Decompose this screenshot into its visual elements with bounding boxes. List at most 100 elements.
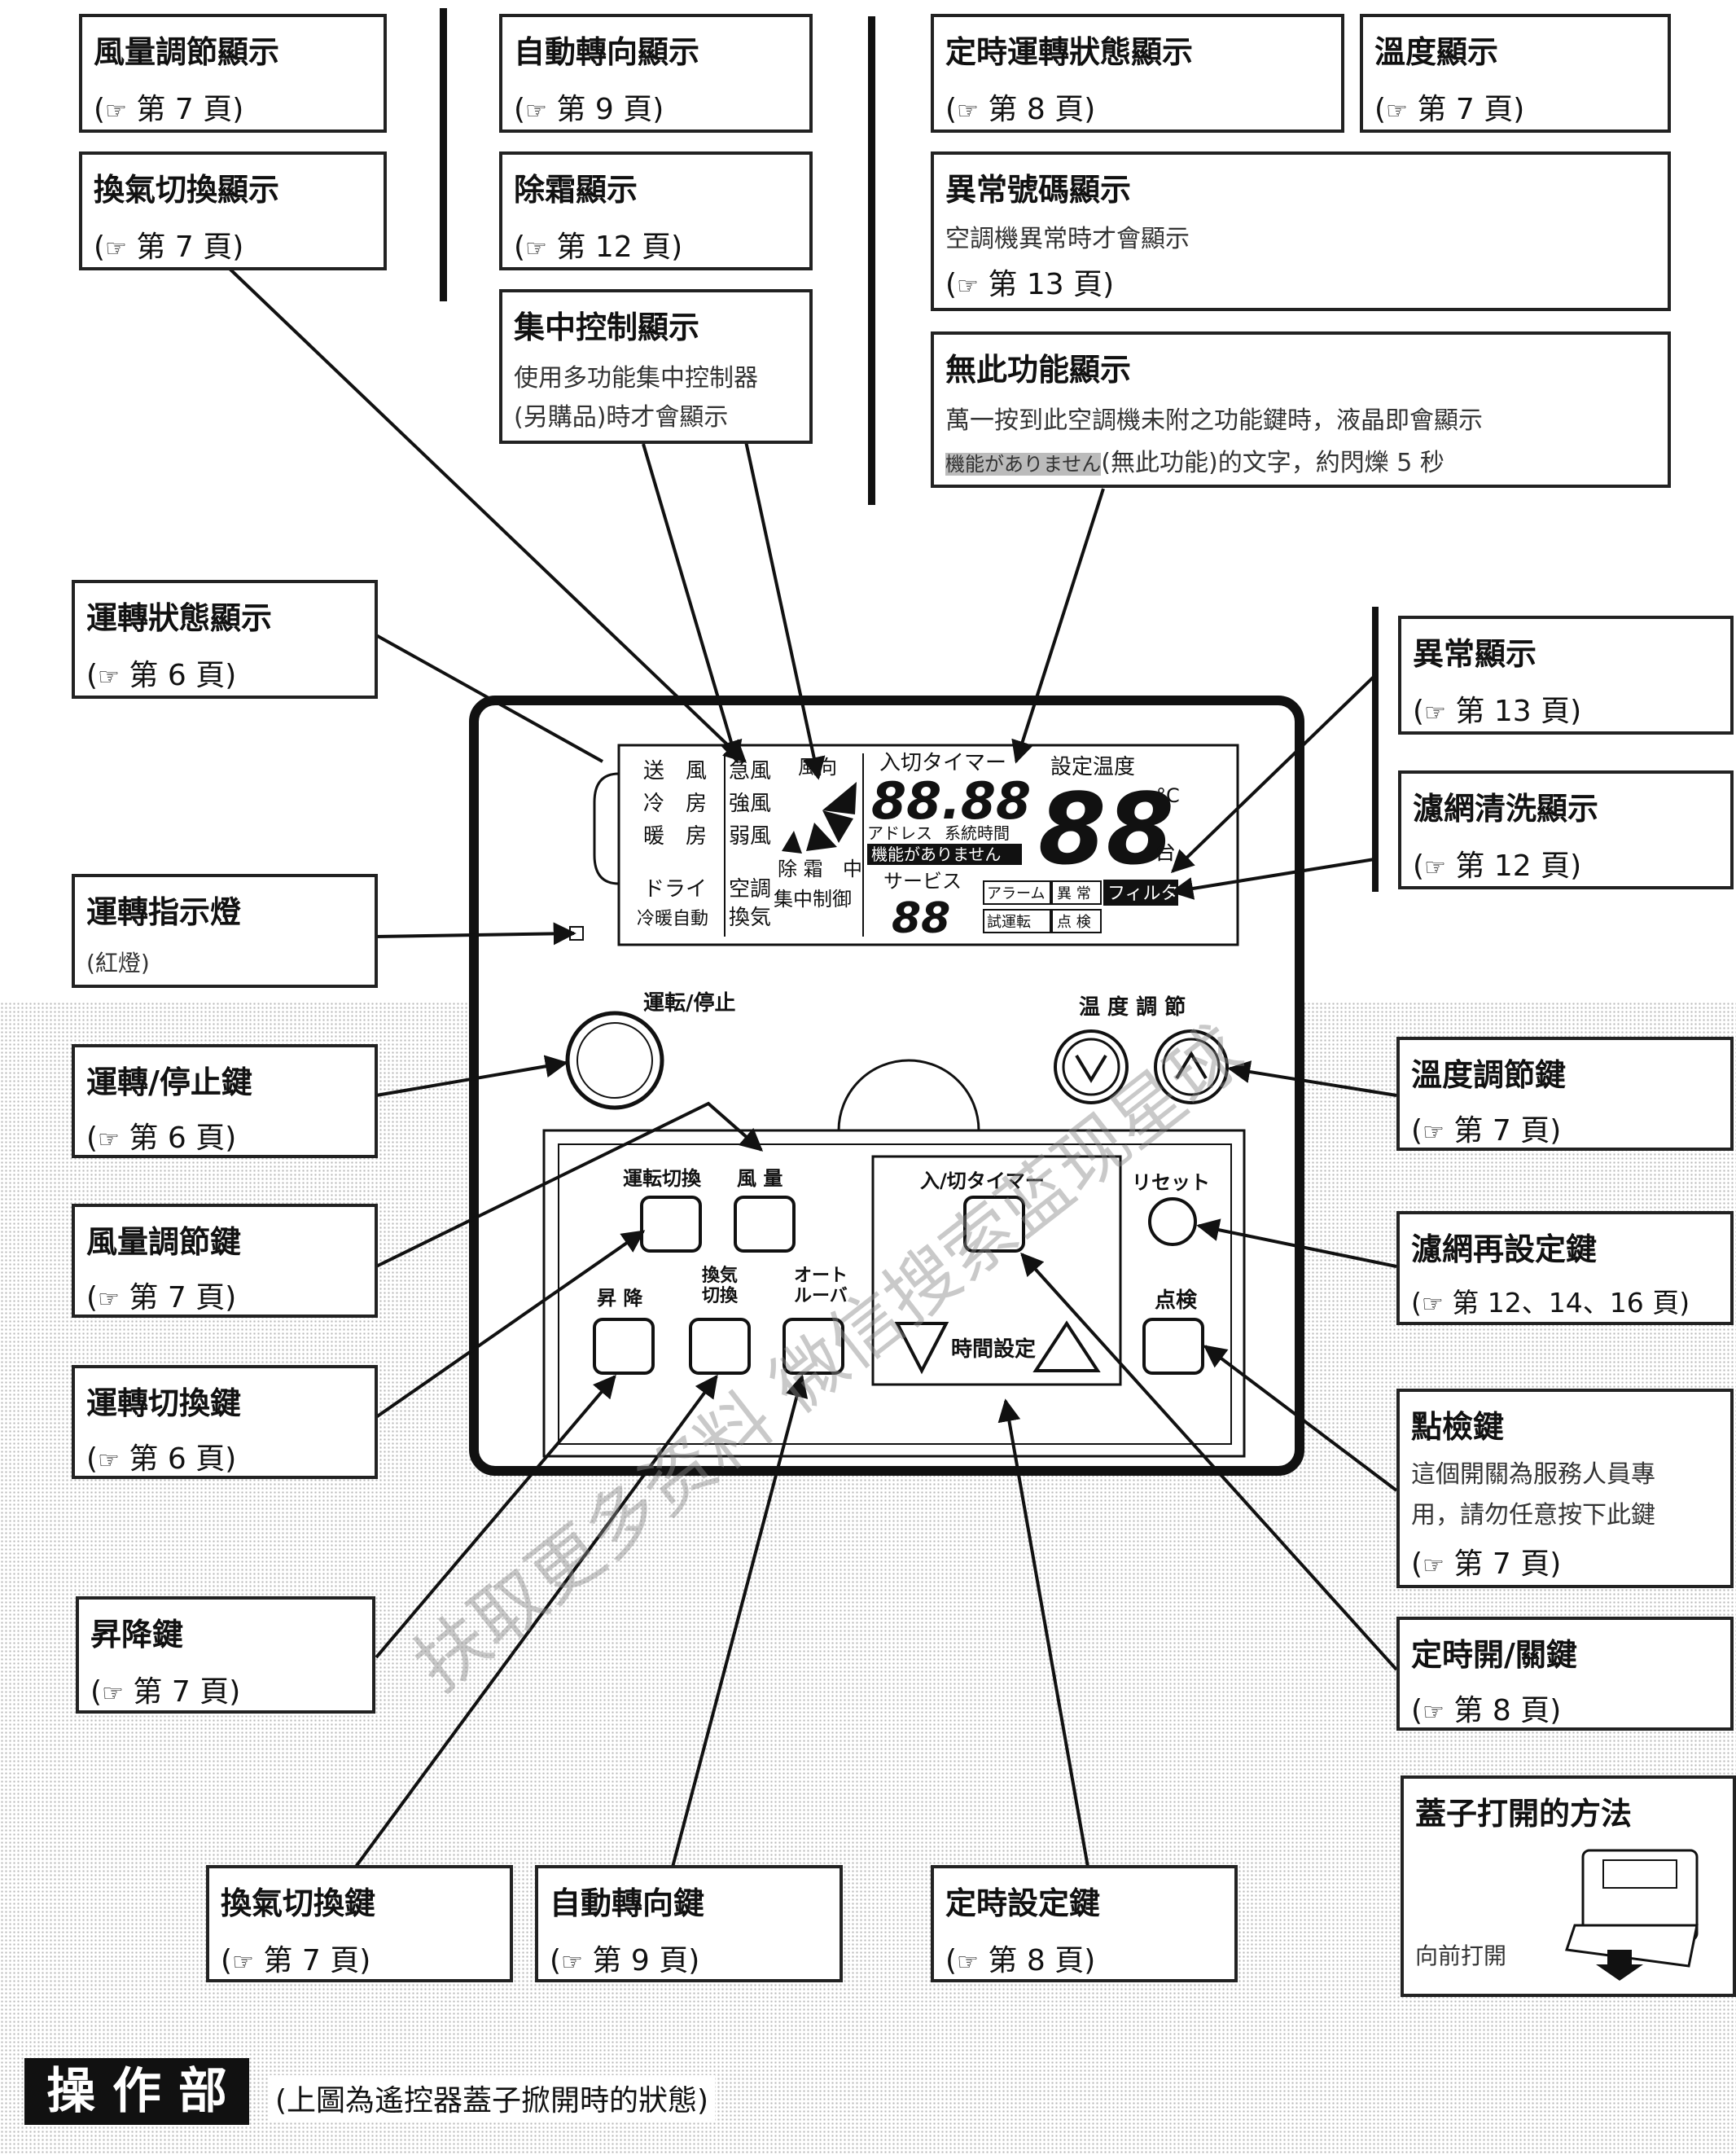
jp-no-function: 機能がありません [945,453,1102,476]
page-ref: 第 6 頁 [129,659,226,692]
fan-speed-button[interactable] [734,1196,796,1253]
separator-bar [868,16,875,505]
temp-up-button[interactable] [1154,1029,1229,1104]
lcd-mode-cool: 冷 房 [643,792,707,816]
callout-filter-reset-key: 濾網再設定鍵 (☞ 第 12、14、16 頁) [1396,1211,1734,1325]
lcd-temp-digits: 88 [1038,774,1174,887]
callout-title: 點檢鍵 [1411,1409,1505,1445]
callout-title: 集中控制顯示 [514,309,700,345]
pointing-hand-icon: ☞ [525,97,547,125]
callout-note: (另購品)時才會顯示 [514,403,729,432]
separator-bar [440,8,447,301]
pointing-hand-icon: ☞ [957,272,979,301]
callout-title: 除霜顯示 [514,172,638,208]
label-reset: リセット [1132,1171,1210,1194]
timer-onoff-button[interactable] [963,1196,1025,1253]
callout-note: 這個開關為服務人員專 [1411,1460,1655,1489]
lcd-address: アドレス [867,823,932,843]
callout-title: 異常顯示 [1413,636,1537,672]
page-ref: 第 8 頁 [988,93,1085,126]
page-ref: 第 9 頁 [592,1944,689,1977]
auto-swing-button[interactable] [783,1318,844,1375]
arrow-down-icon [1596,1950,1643,1981]
lcd-fan-strong: 強風 [729,792,771,816]
pointing-hand-icon: ☞ [1423,1118,1444,1147]
lcd-aircon: 空調 [729,877,771,902]
callout-central-control-display: 集中控制顯示 使用多功能集中控制器 (另購品)時才會顯示 [499,289,813,444]
callout-ventilation-display: 換氣切換顯示 (☞ 第 7 頁) [79,151,387,270]
page-ref: 第 7 頁 [136,93,233,126]
callout-title: 濾網清洗顯示 [1413,791,1599,827]
lcd-fan-rapid: 急風 [729,759,771,783]
callout-fan-speed-key: 風量調節鍵 (☞ 第 7 頁) [72,1204,378,1318]
callout-lift-key: 昇降鍵 (☞ 第 7 頁) [76,1596,375,1714]
callout-auto-swing-display: 自動轉向顯示 (☞ 第 9 頁) [499,14,813,133]
lcd-filter: フィルタ [1107,884,1179,904]
pointing-hand-icon: ☞ [105,97,127,125]
lcd-timer-digits: 88.88 [871,771,1031,831]
pointing-hand-icon: ☞ [105,235,127,263]
leader-lines [228,267,1398,1887]
pointing-hand-icon: ☞ [957,1948,979,1977]
lift-button[interactable] [593,1318,655,1375]
callout-error-code-display: 異常號碼顯示 空調機異常時才會顯示 (☞ 第 13 頁) [931,151,1671,311]
page-ref: 第 6 頁 [129,1121,226,1155]
callout-title: 定時設定鍵 [945,1885,1101,1921]
filter-reset-button[interactable] [1148,1197,1197,1246]
lcd-central-control: 集中制御 [774,888,852,911]
callout-title: 昇降鍵 [90,1617,184,1652]
page-ref: 第 13 頁 [1455,695,1571,728]
pointing-hand-icon: ☞ [561,1948,583,1977]
callout-title: 無此功能顯示 [945,352,1132,388]
lcd-vent: 換気 [729,906,771,930]
pointing-hand-icon: ☞ [98,1126,120,1154]
callout-temp-display: 溫度顯示 (☞ 第 7 頁) [1360,14,1671,133]
callout-auto-swing-key: 自動轉向鍵 (☞ 第 9 頁) [535,1865,843,1982]
separator-bar [1372,607,1379,892]
ventilation-button[interactable] [689,1318,751,1375]
run-stop-button[interactable] [565,1011,664,1110]
callout-title: 定時運轉狀態顯示 [945,34,1194,70]
page-ref: 第 7 頁 [263,1944,360,1977]
label-temp-adjust: 温 度 調 節 [1079,994,1186,1020]
pointing-hand-icon: ☞ [1424,854,1446,882]
callout-note: 使用多功能集中控制器 [514,364,758,393]
label-vent-2: 切換 [702,1285,739,1306]
callout-filter-clean-display: 濾網清洗顯示 (☞ 第 12 頁) [1398,770,1734,889]
callout-mode-key: 運轉切換鍵 (☞ 第 6 頁) [72,1365,378,1479]
callout-check-key: 點檢鍵 這個開關為服務人員專 用，請勿任意按下此鍵 (☞ 第 7 頁) [1396,1389,1734,1588]
callout-title: 風量調節顯示 [94,34,280,70]
callout-note: 萬一按到此空調機未附之功能鍵時，液晶即會顯示 [945,406,1483,435]
mode-switch-button[interactable] [640,1196,702,1253]
page-ref: 第 8 頁 [988,1944,1085,1977]
callout-title: 異常號碼顯示 [945,172,1132,208]
page-ref: 第 8 頁 [1453,1694,1550,1727]
page-ref: 第 12 頁 [1455,849,1571,883]
label-fan: 風 量 [737,1167,783,1190]
callout-title: 自動轉向鍵 [550,1885,705,1921]
time-up-button[interactable] [1032,1320,1101,1372]
callout-title: 運轉指示燈 [86,894,242,930]
callout-title: 運轉/停止鍵 [86,1064,252,1100]
page-ref: 第 7 頁 [129,1281,226,1315]
page-ref: 第 6 頁 [129,1442,226,1476]
callout-note: 空調機異常時才會顯示 [945,225,1190,253]
callout-title: 風量調節鍵 [86,1224,242,1260]
lcd-mode-auto: 冷暖自動 [637,909,708,929]
callout-title: 自動轉向顯示 [514,34,700,70]
pointing-hand-icon: ☞ [1424,699,1446,727]
check-button[interactable] [1142,1318,1204,1375]
pointing-hand-icon: ☞ [1423,1552,1444,1580]
callout-title: 換氣切換顯示 [94,172,280,208]
callout-run-stop-key: 運轉/停止鍵 (☞ 第 6 頁) [72,1044,378,1158]
lcd-mode-send: 送 風 [643,759,707,783]
temp-down-button[interactable] [1054,1029,1129,1104]
pointing-hand-icon: ☞ [957,97,979,125]
lcd-unit: 台 [1155,840,1176,865]
callout-note: (紅燈) [86,950,150,977]
callout-title: 溫度調節鍵 [1411,1057,1567,1093]
callout-defrost-display: 除霜顯示 (☞ 第 12 頁) [499,151,813,270]
time-down-button[interactable] [894,1322,949,1375]
lcd-central: 中 [843,858,862,880]
label-timer-onoff: 入/切タイマー [920,1170,1045,1192]
